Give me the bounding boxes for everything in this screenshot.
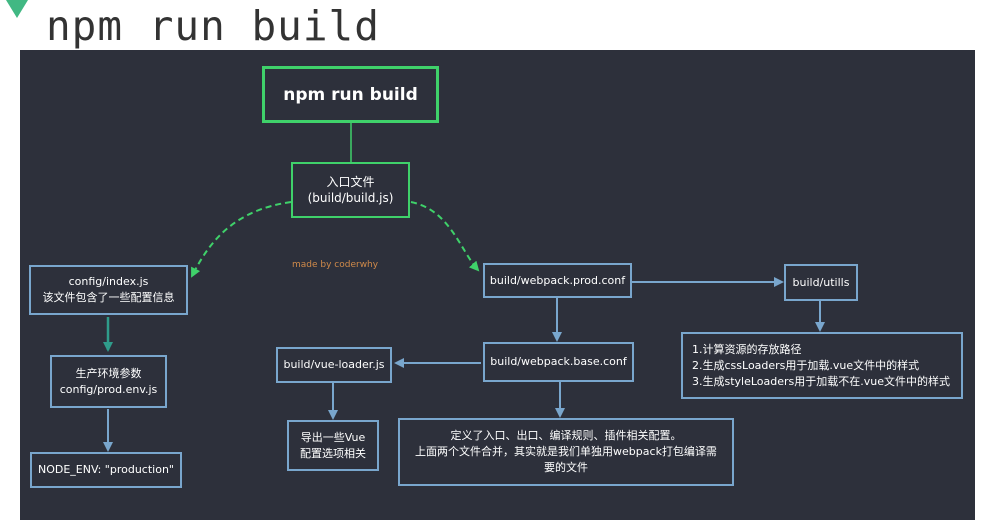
utils-label: build/utills <box>792 275 850 289</box>
root-node-label: npm run build <box>283 84 418 105</box>
vue-loader-desc-line1: 导出一些Vue <box>300 430 366 444</box>
vue-loader-label: build/vue-loader.js <box>283 358 385 371</box>
root-node: npm run build <box>262 66 439 123</box>
vue-loader-desc-line2: 配置选项相关 <box>300 446 366 460</box>
webpack-prod-label: build/webpack.prod.conf <box>489 273 626 287</box>
utils-desc-line3: 3.生成styleLoaders用于加载不在.vue文件中的样式 <box>692 374 951 388</box>
webpack-base-node: build/webpack.base.conf <box>483 342 634 382</box>
entry-node-line2: (build/build.js) <box>307 191 394 205</box>
config-index-line2: 该文件包含了一些配置信息 <box>42 291 175 304</box>
diagram-canvas: npm run build 入口文件 (build/build.js) made… <box>20 50 975 520</box>
prod-env-line2: config/prod.env.js <box>59 382 158 396</box>
base-desc-line2: 上面两个文件合并，其实就是我们单独用webpack打包编译需 <box>415 445 717 458</box>
title-marker-icon <box>6 0 28 18</box>
base-desc-node: 定义了入口、出口、编译规则、插件相关配置。 上面两个文件合并，其实就是我们单独用… <box>398 418 734 486</box>
webpack-prod-node: build/webpack.prod.conf <box>483 263 632 298</box>
utils-desc-line2: 2.生成cssLoaders用于加载.vue文件中的样式 <box>692 358 920 372</box>
base-desc-line1: 定义了入口、出口、编译规则、插件相关配置。 <box>450 429 682 442</box>
entry-node-line1: 入口文件 <box>326 175 375 189</box>
entry-node: 入口文件 (build/build.js) <box>291 162 410 218</box>
utils-desc-line1: 1.计算资源的存放路径 <box>692 342 802 356</box>
config-index-node: config/index.js 该文件包含了一些配置信息 <box>29 265 188 315</box>
utils-node: build/utills <box>784 264 858 301</box>
diagram-connectors <box>103 123 825 452</box>
link-entry-to-webpack-prod <box>410 201 480 272</box>
node-env-label: NODE_ENV: "production" <box>37 463 174 476</box>
vue-loader-node: build/vue-loader.js <box>276 347 392 383</box>
credit-text: made by coderwhy <box>292 260 379 270</box>
config-index-line1: config/index.js <box>68 275 149 288</box>
page-title: npm run build <box>46 2 380 50</box>
vue-loader-desc-node: 导出一些Vue 配置选项相关 <box>287 420 379 471</box>
link-entry-to-config <box>191 201 292 278</box>
prod-env-line1: 生产环境参数 <box>75 366 142 380</box>
prod-env-node: 生产环境参数 config/prod.env.js <box>50 355 167 408</box>
webpack-base-label: build/webpack.base.conf <box>490 355 627 368</box>
base-desc-line3: 要的文件 <box>544 461 588 474</box>
node-env-node: NODE_ENV: "production" <box>30 452 182 488</box>
utils-desc-node: 1.计算资源的存放路径 2.生成cssLoaders用于加载.vue文件中的样式… <box>681 332 963 399</box>
